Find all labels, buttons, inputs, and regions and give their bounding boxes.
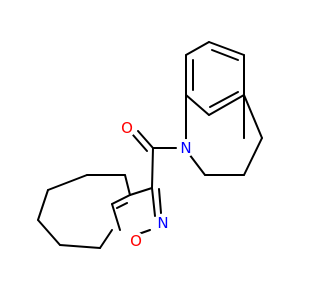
bond [111, 203, 121, 231]
double-bond-inner [158, 188, 162, 214]
atom-carbonyl-oxygen: O [118, 119, 136, 137]
carbonyl-oxygen-label: O [121, 119, 133, 137]
bond [129, 187, 153, 196]
molecule-canvas: O N N O [37, 41, 263, 250]
benzene-ring [185, 41, 245, 116]
isoxazole-ring [111, 187, 162, 237]
double-bond-inner [211, 49, 239, 61]
carbonyl-double-bond [132, 134, 148, 152]
bond [37, 219, 61, 246]
double-bond-inner [209, 91, 239, 108]
bond [99, 229, 113, 249]
amide-linkage [132, 130, 177, 189]
atom-isoxazole-oxygen: O [127, 232, 145, 250]
carbonyl-bond [137, 130, 154, 149]
bond [185, 94, 210, 116]
bond [243, 94, 263, 139]
amide-nitrogen-label: N [180, 139, 191, 157]
cycloheptane-ring [37, 174, 131, 249]
double-bond-inner [116, 202, 128, 209]
bond [243, 137, 263, 176]
isoxazole-oxygen-label: O [130, 232, 142, 250]
atom-isoxazole-nitrogen: N [154, 214, 172, 232]
bond [208, 41, 245, 56]
bond [59, 244, 101, 249]
bond [47, 174, 88, 191]
bond [111, 194, 131, 205]
bond [185, 41, 210, 56]
bond [151, 147, 154, 189]
bond [37, 189, 49, 221]
bond [208, 94, 245, 116]
bond [124, 174, 131, 196]
bond [151, 187, 156, 217]
atom-amide-nitrogen: N [177, 139, 195, 157]
saturated-ring [185, 94, 263, 176]
structure-diagram: O N N O [37, 41, 263, 250]
isoxazole-nitrogen-label: N [157, 214, 168, 232]
